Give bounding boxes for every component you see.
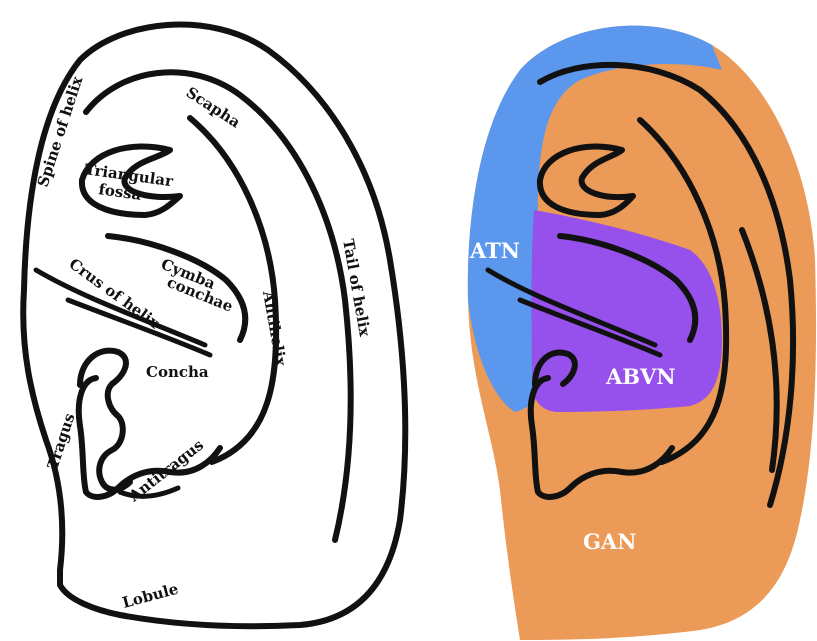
zone-label-gan: GAN [583, 529, 636, 554]
zone-label-abvn: ABVN [605, 364, 676, 389]
concha-outline [80, 351, 130, 490]
label-concha: Concha [146, 363, 209, 381]
label-antihelix: Antihelix [259, 289, 290, 369]
zone-label-atn: ATN [469, 238, 520, 263]
label-lobule: Lobule [120, 580, 180, 612]
innervation-ear [468, 26, 816, 640]
